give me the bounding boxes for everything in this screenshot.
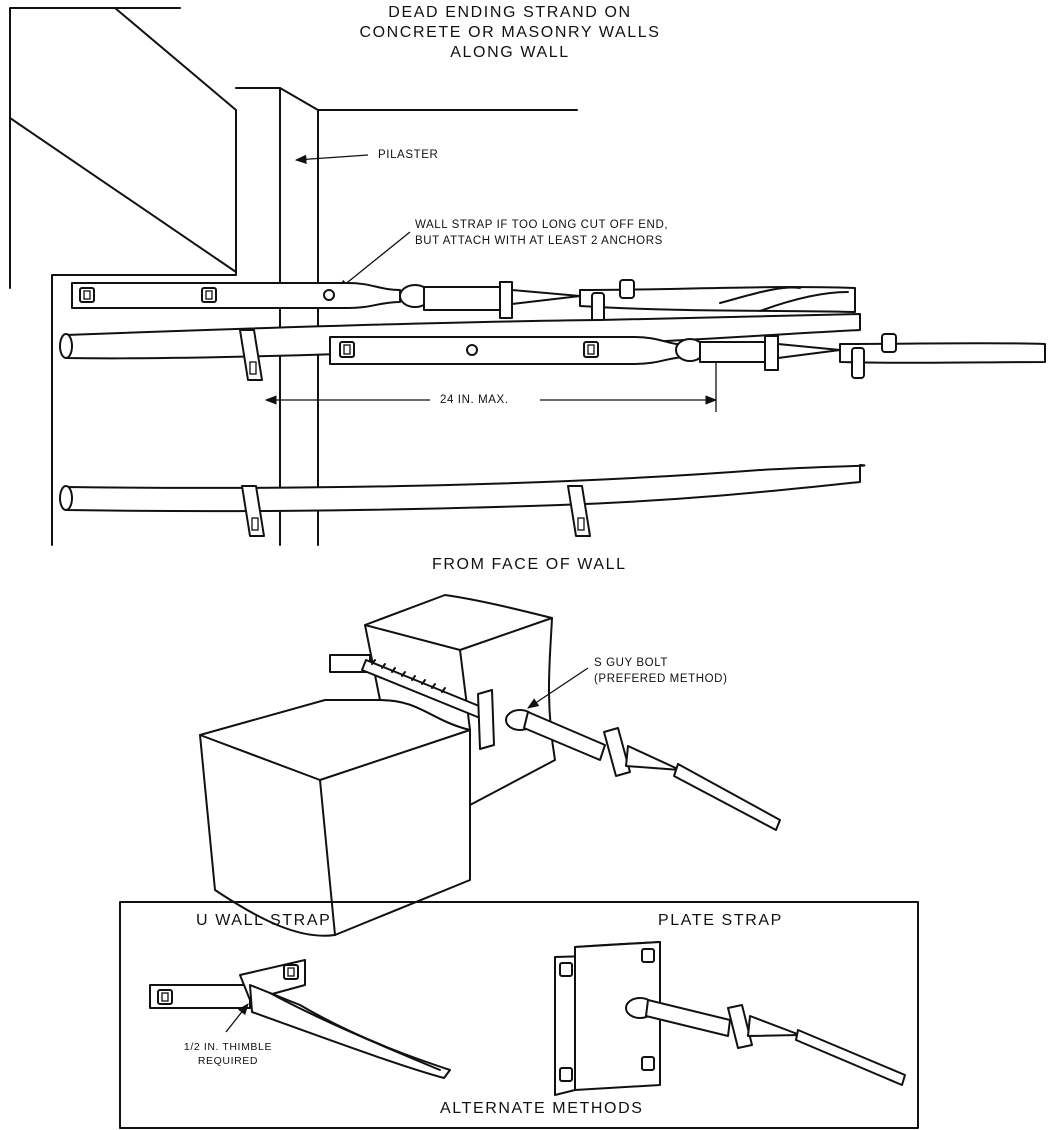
wall-strap-label-line-2: BUT ATTACH WITH AT LEAST 2 ANCHORS [415,235,663,247]
plate-strap-drawing [554,941,906,1096]
guy-bolt-label-line-2: (PREFERED METHOD) [594,673,728,685]
guy-bolt-label-line-1: S GUY BOLT [594,657,668,669]
u-wall-strap-drawing [149,959,451,1079]
dimension-label: 24 IN. MAX. [440,394,509,406]
wall-strap-label-line-1: WALL STRAP IF TOO LONG CUT OFF END, [415,219,669,231]
plate-strap-heading: PLATE STRAP [658,912,783,929]
wall-strap-leader [337,231,411,291]
wall-outline [9,7,578,546]
thimble-leader [225,1003,249,1033]
pilaster-leader [294,154,369,164]
u-wall-strap-heading: U WALL STRAP [196,912,332,929]
strand-lower [699,333,1046,379]
thimble-label-line-1: 1/2 IN. THIMBLE [183,1041,273,1053]
title-line-3: ALONG WALL [450,44,570,61]
title-line-2: CONCRETE OR MASONRY WALLS [359,24,661,41]
thimble-label-line-2: REQUIRED [197,1055,259,1067]
face-of-wall-label: FROM FACE OF WALL [432,556,627,573]
guy-bolt-assembly [329,654,781,831]
cable-lower [59,464,866,537]
guy-bolt-leader [527,667,589,709]
masonry-block [199,594,556,937]
wall-strap-upper [71,282,431,309]
wall-strap-lower [329,336,705,365]
alternate-methods-frame [119,901,919,1129]
alternate-methods-caption: ALTERNATE METHODS [440,1100,644,1117]
strand-upper [423,279,856,324]
title-line-1: DEAD ENDING STRAND ON [388,4,632,21]
pilaster-label: PILASTER [378,149,439,161]
